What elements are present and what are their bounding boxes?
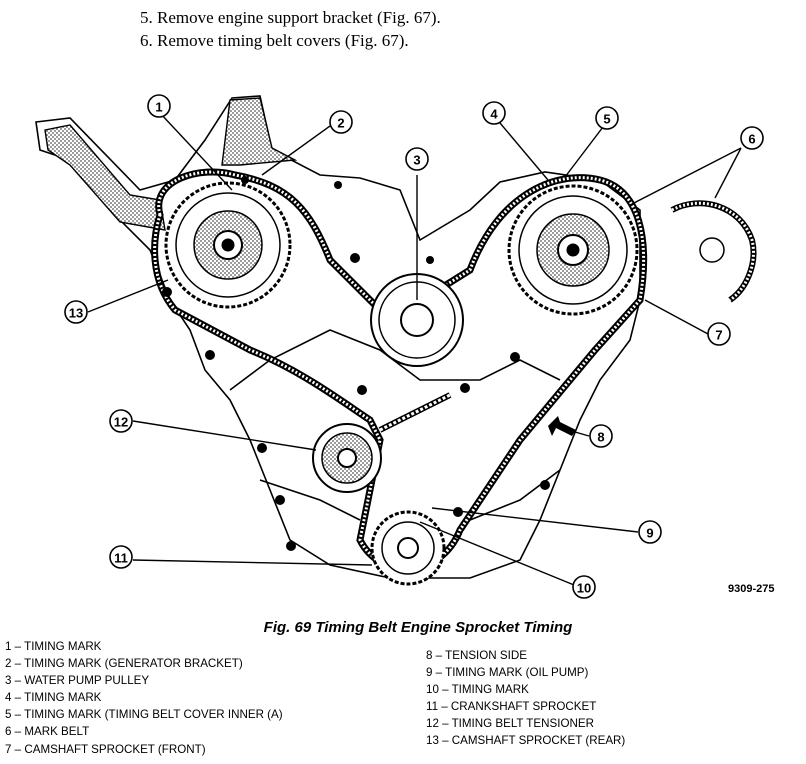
callout-label-13: 13 — [69, 306, 83, 321]
callout-10 — [572, 575, 596, 599]
engine-bracket-shaded — [44, 124, 166, 231]
legend-item: 3 – WATER PUMP PULLEY — [5, 674, 150, 688]
front-camshaft-sprocket — [507, 184, 639, 316]
water-pump-pulley — [370, 273, 464, 367]
legend-item: 8 – TENSION SIDE — [426, 649, 527, 662]
belt-tensioner — [312, 392, 452, 493]
timing-belt-diagram: 1 2 3 4 5 6 7 8 9 10 11 12 13 — [35, 94, 764, 599]
callout-7 — [707, 322, 731, 346]
callout-label-11: 11 — [114, 551, 128, 566]
figure-caption: Fig. 69 Timing Belt Engine Sprocket Timi… — [263, 619, 573, 636]
legend-item: 1 – TIMING MARK — [5, 640, 102, 653]
legend-right: 8 – TENSION SIDE 9 – TIMING MARK (OIL PU… — [426, 647, 625, 750]
callout-label-8: 8 — [597, 430, 604, 445]
callout-6 — [740, 126, 764, 150]
generator-bracket-shaded — [221, 97, 298, 166]
callout-1 — [147, 94, 171, 118]
callout-label-4: 4 — [490, 107, 498, 122]
callout-12 — [109, 409, 133, 433]
callout-label-7: 7 — [715, 328, 722, 343]
legend-item: 5 – TIMING MARK (TIMING BELT COVER INNER… — [5, 708, 283, 722]
callout-3 — [405, 147, 429, 171]
legend-item: 6 – MARK BELT — [5, 725, 90, 739]
callout-8 — [589, 424, 613, 448]
callout-2 — [329, 110, 353, 134]
legend-item: 2 – TIMING MARK (GENERATOR BRACKET) — [5, 657, 243, 671]
callout-label-12: 12 — [114, 415, 128, 430]
callout-markers — [64, 94, 764, 599]
step-6: 6. Remove timing belt covers (Fig. 67). — [140, 31, 409, 50]
timing-belt — [151, 168, 648, 573]
step-5: 5. Remove engine support bracket (Fig. 6… — [140, 8, 441, 27]
callout-label-9: 9 — [646, 526, 653, 541]
engine-block — [35, 95, 641, 579]
callout-11 — [109, 545, 133, 569]
legend-item: 12 – TIMING BELT TENSIONER — [426, 717, 594, 731]
legend-item: 10 – TIMING MARK — [426, 683, 529, 697]
callout-label-2: 2 — [337, 116, 344, 131]
legend-left: 1 – TIMING MARK 2 – TIMING MARK (GENERAT… — [5, 638, 283, 758]
legend-item: 11 – CRANKSHAFT SPROCKET — [426, 700, 597, 714]
callout-label-1: 1 — [155, 100, 162, 115]
callout-5 — [595, 106, 619, 130]
callout-label-3: 3 — [413, 153, 420, 168]
legend-item: 7 – CAMSHAFT SPROCKET (FRONT) — [5, 742, 206, 756]
instruction-steps: 5. Remove engine support bracket (Fig. 6… — [140, 6, 441, 52]
engine-bolts — [162, 176, 550, 551]
callout-4 — [482, 101, 506, 125]
tension-side-arrow — [548, 416, 576, 436]
callout-13 — [64, 300, 88, 324]
rear-camshaft-sprocket — [164, 181, 292, 309]
mark-belt-detail — [670, 200, 757, 303]
callout-label-10: 10 — [577, 581, 591, 596]
callout-9 — [638, 520, 662, 544]
legend-item: 4 – TIMING MARK — [5, 691, 102, 705]
leader-lines — [87, 112, 742, 586]
figure-id: 9309-275 — [728, 583, 775, 595]
crankshaft-sprocket — [370, 510, 446, 586]
legend-item: 13 – CAMSHAFT SPROCKET (REAR) — [426, 734, 626, 748]
legend-item: 9 – TIMING MARK (OIL PUMP) — [426, 666, 589, 680]
callout-label-5: 5 — [603, 112, 610, 127]
callout-label-6: 6 — [748, 132, 755, 147]
